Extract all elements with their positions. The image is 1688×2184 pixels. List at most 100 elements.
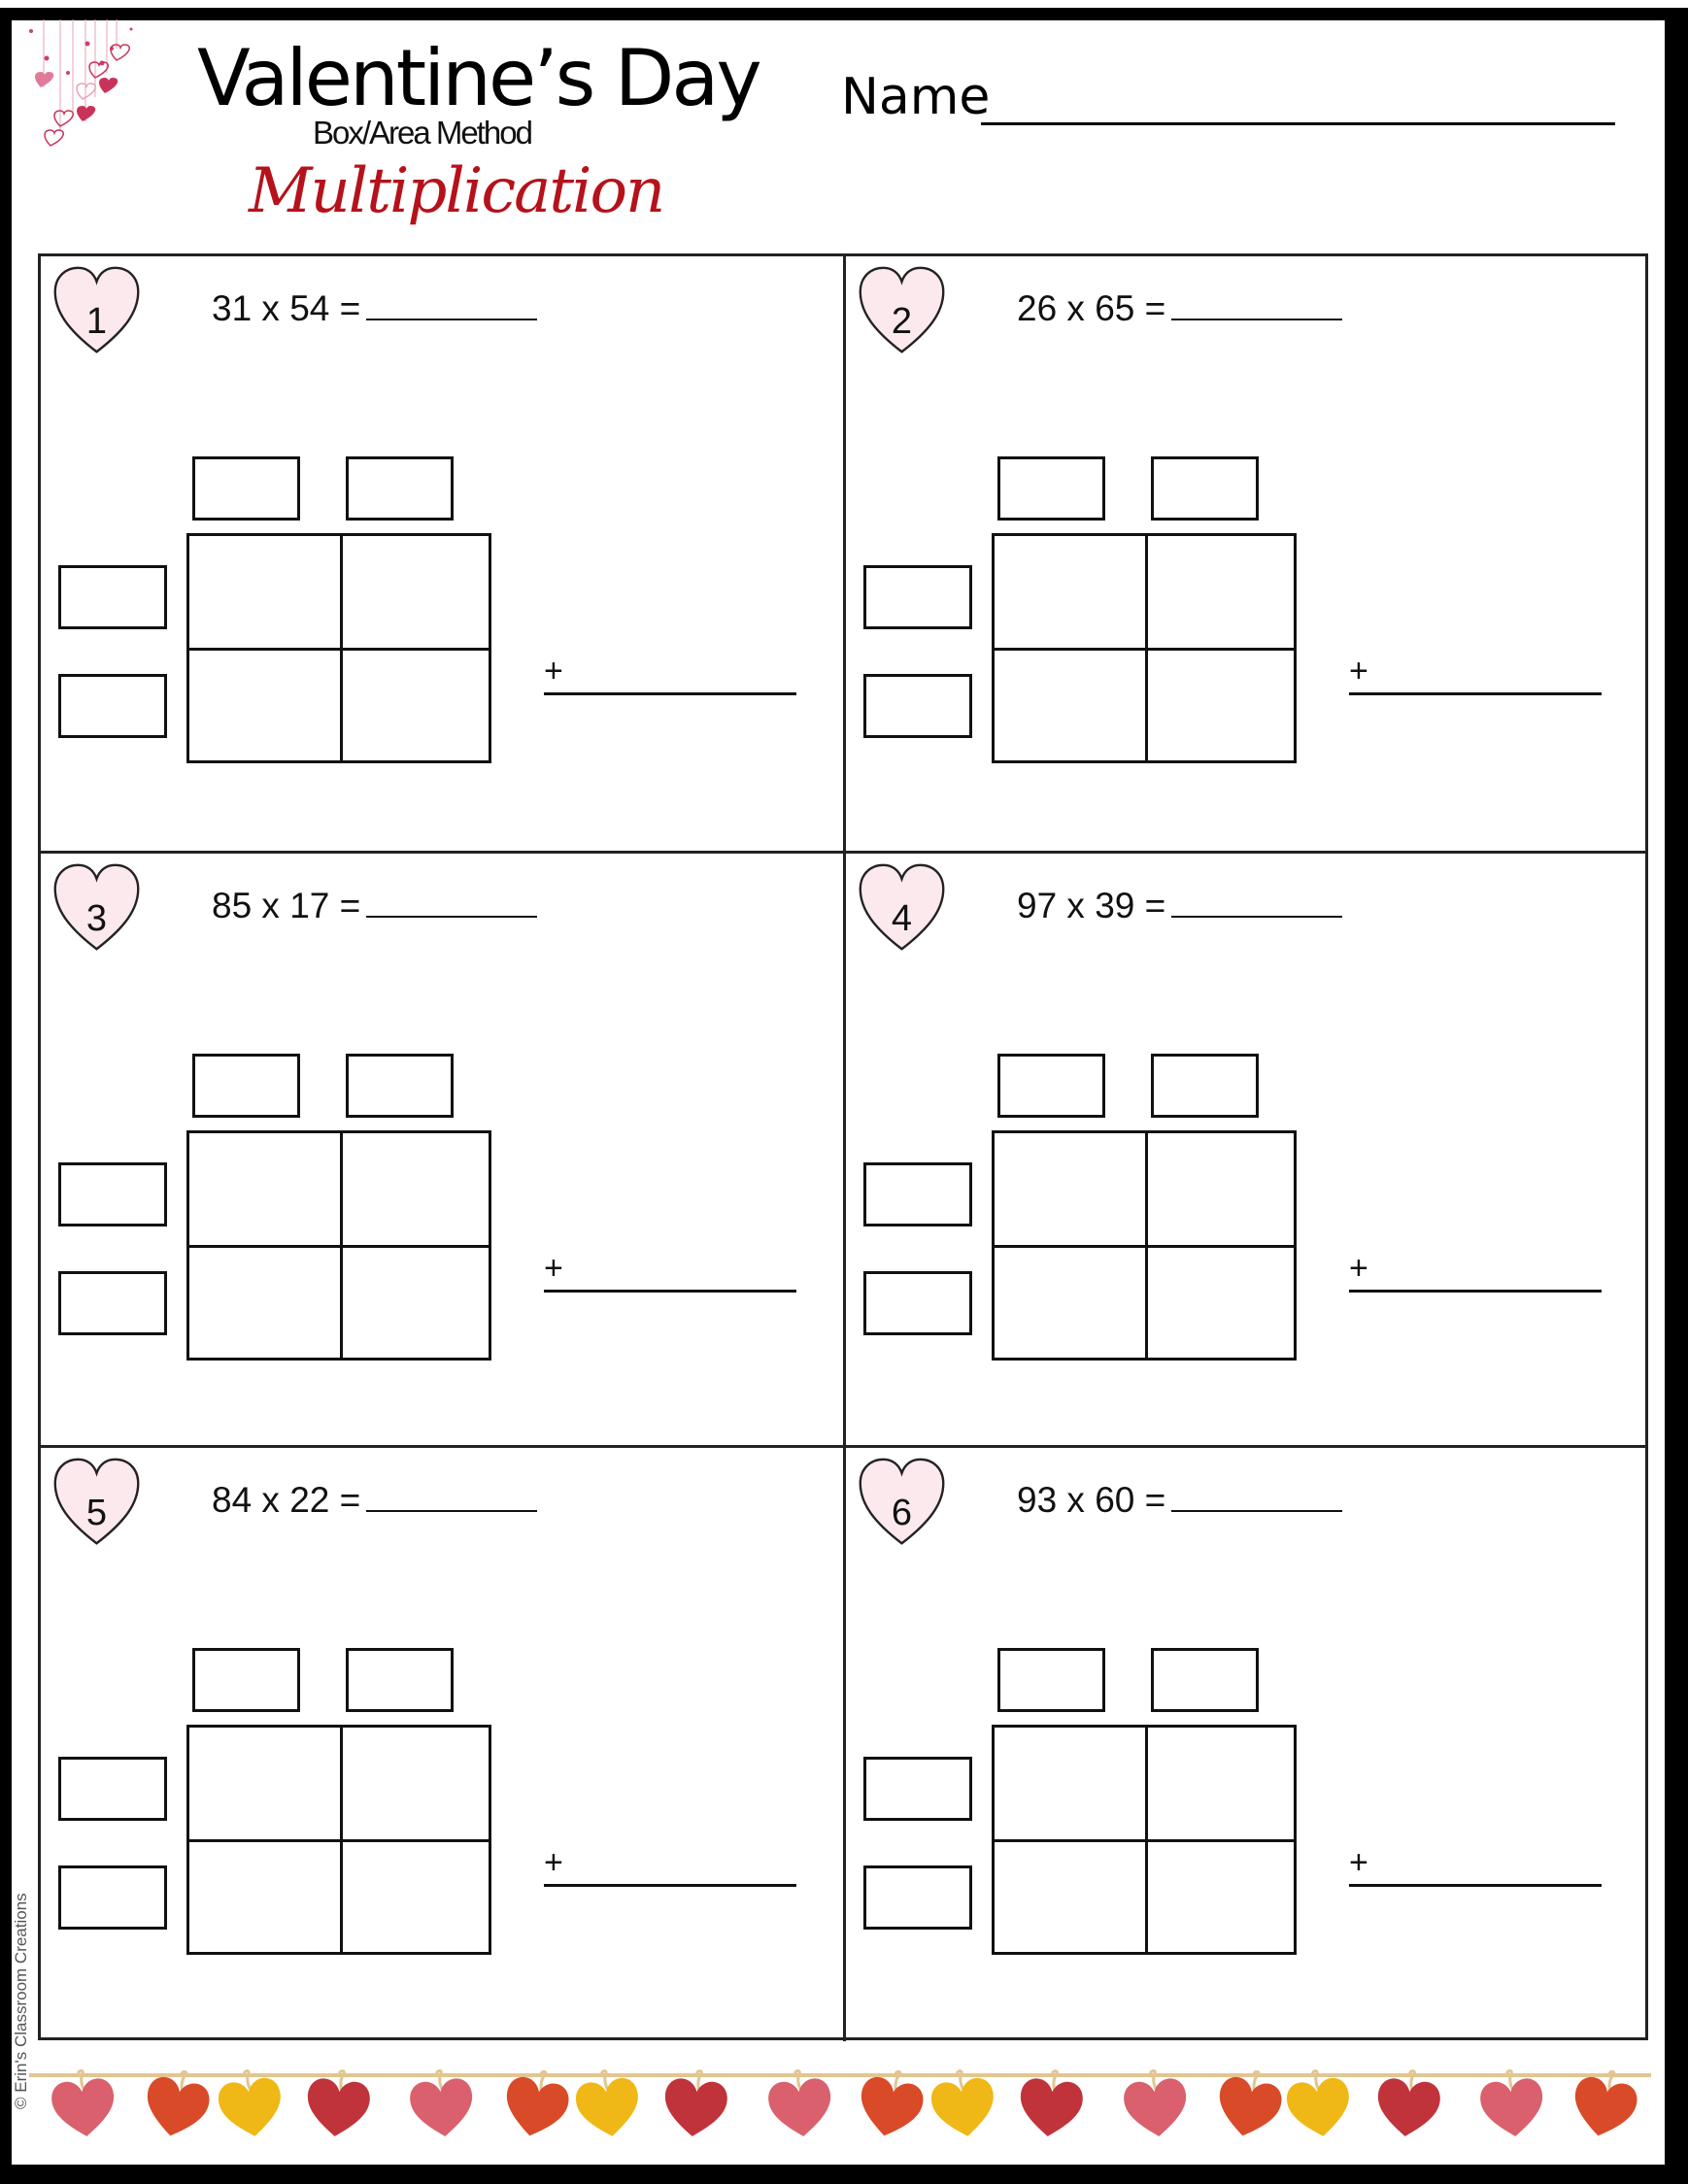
answer-blank[interactable] — [1171, 1477, 1343, 1512]
left-tens-box[interactable] — [58, 1162, 167, 1226]
problem-cell: 2 26 x 65 = + — [843, 256, 1648, 853]
problem-expression: 85 x 17 = — [212, 886, 361, 925]
plus-sign: + — [544, 1844, 563, 1881]
left-tens-box[interactable] — [863, 565, 972, 629]
ones-digit-box[interactable] — [346, 456, 454, 521]
answer-blank[interactable] — [1171, 883, 1343, 918]
left-tens-box[interactable] — [58, 1757, 167, 1821]
grid-divider — [189, 648, 489, 651]
garland-heart — [861, 2069, 924, 2136]
left-ones-box[interactable] — [58, 1865, 167, 1930]
grid-divider — [189, 1839, 489, 1842]
problem-equation: 26 x 65 = — [1017, 286, 1343, 329]
garland-heart — [51, 2068, 114, 2136]
ones-digit-box[interactable] — [1151, 456, 1259, 521]
left-ones-box[interactable] — [863, 1865, 972, 1930]
problem-expression: 31 x 54 = — [212, 288, 361, 328]
garland-heart — [1219, 2069, 1282, 2136]
sum-line[interactable] — [1349, 1884, 1602, 1887]
area-model-grid[interactable] — [186, 533, 491, 763]
problem-number: 2 — [891, 301, 913, 342]
garland-heart — [930, 2069, 994, 2136]
garland-heart — [147, 2069, 210, 2136]
area-model-grid[interactable] — [992, 1130, 1297, 1361]
heart-garland-icon — [29, 2068, 1651, 2136]
heart-icon: 6 — [856, 1456, 948, 1548]
problem-equation: 84 x 22 = — [212, 1477, 538, 1521]
tens-digit-box[interactable] — [192, 456, 300, 521]
left-tens-box[interactable] — [863, 1757, 972, 1821]
sum-line[interactable] — [544, 1884, 796, 1887]
page-border — [0, 8, 1688, 2184]
problem-number: 6 — [891, 1493, 913, 1533]
tens-digit-box[interactable] — [192, 1054, 300, 1118]
problem-equation: 97 x 39 = — [1017, 883, 1343, 926]
ones-digit-box[interactable] — [1151, 1054, 1259, 1118]
left-tens-box[interactable] — [863, 1162, 972, 1226]
left-ones-box[interactable] — [58, 1271, 167, 1335]
problem-expression: 97 x 39 = — [1017, 886, 1166, 925]
garland-heart — [1480, 2068, 1542, 2136]
garland-heart — [1286, 2069, 1349, 2136]
problem-number: 5 — [85, 1493, 108, 1533]
garland-heart — [665, 2069, 727, 2136]
tens-digit-box[interactable] — [997, 1648, 1105, 1712]
garland-heart — [1378, 2069, 1440, 2136]
area-model-grid[interactable] — [186, 1725, 491, 1955]
problem-equation: 85 x 17 = — [212, 883, 538, 926]
answer-blank[interactable] — [366, 883, 538, 918]
left-ones-box[interactable] — [863, 674, 972, 738]
sum-line[interactable] — [544, 692, 796, 695]
worksheet-script-title: Multiplication — [249, 155, 665, 227]
garland-heart — [218, 2069, 281, 2136]
area-model-grid[interactable] — [186, 1130, 491, 1361]
garland-heart — [308, 2069, 370, 2136]
plus-sign: + — [1349, 653, 1368, 689]
answer-blank[interactable] — [1171, 286, 1343, 320]
hanging-hearts-icon — [29, 19, 133, 147]
grid-divider — [995, 648, 1294, 651]
heart-icon: 3 — [51, 861, 143, 954]
ones-digit-box[interactable] — [1151, 1648, 1259, 1712]
garland-heart — [1574, 2069, 1637, 2136]
problem-number: 1 — [85, 301, 108, 342]
answer-blank[interactable] — [366, 1477, 538, 1512]
problem-expression: 84 x 22 = — [212, 1480, 361, 1520]
problem-expression: 26 x 65 = — [1017, 288, 1166, 328]
left-ones-box[interactable] — [58, 674, 167, 738]
tens-digit-box[interactable] — [192, 1648, 300, 1712]
worksheet-title: Valentine’s Day — [197, 33, 762, 123]
left-ones-box[interactable] — [863, 1271, 972, 1335]
problem-number: 3 — [85, 898, 108, 939]
name-label: Name — [841, 68, 991, 126]
problem-cell: 3 85 x 17 = + — [41, 851, 846, 1447]
area-model-grid[interactable] — [992, 1725, 1297, 1955]
tens-digit-box[interactable] — [997, 456, 1105, 521]
ones-digit-box[interactable] — [346, 1648, 454, 1712]
worksheet-subtitle: Box/Area Method — [313, 115, 533, 151]
grid-divider — [189, 1245, 489, 1248]
heart-icon: 2 — [856, 264, 948, 356]
answer-blank[interactable] — [366, 286, 538, 320]
left-tens-box[interactable] — [58, 565, 167, 629]
tens-digit-box[interactable] — [997, 1054, 1105, 1118]
plus-sign: + — [1349, 1250, 1368, 1287]
heart-icon: 1 — [51, 264, 143, 356]
sum-line[interactable] — [1349, 692, 1602, 695]
plus-sign: + — [544, 1250, 563, 1287]
garland-heart — [575, 2069, 638, 2136]
grid-divider — [995, 1245, 1294, 1248]
problem-expression: 93 x 60 = — [1017, 1480, 1166, 1520]
ones-digit-box[interactable] — [346, 1054, 454, 1118]
sum-line[interactable] — [1349, 1290, 1602, 1293]
garland-heart — [506, 2069, 569, 2136]
grid-divider — [995, 1839, 1294, 1842]
garland-heart — [768, 2068, 830, 2136]
name-field[interactable] — [981, 122, 1615, 125]
plus-sign: + — [1349, 1844, 1368, 1881]
area-model-grid[interactable] — [992, 533, 1297, 763]
sum-line[interactable] — [544, 1290, 796, 1293]
